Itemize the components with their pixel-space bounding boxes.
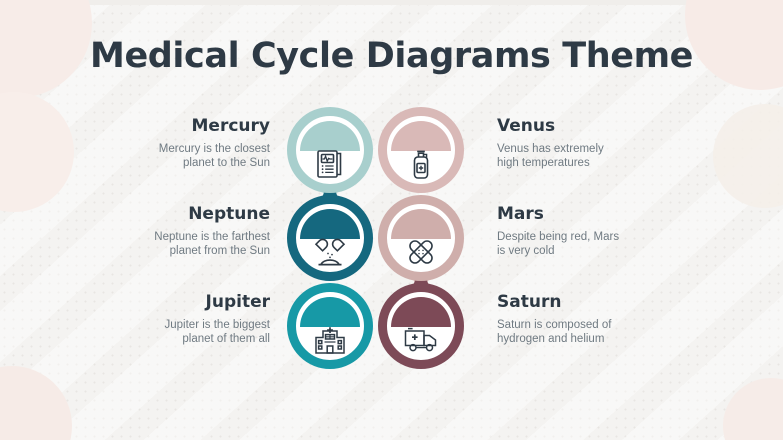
crossed-bandages-icon xyxy=(378,235,464,269)
item-desc-venus-line2: high temperatures xyxy=(497,157,590,170)
item-text-mars: Mars Despite being red, Mars is very col… xyxy=(497,204,702,259)
diagram-row: Neptune Neptune is the farthest planet f… xyxy=(0,181,783,295)
item-title-saturn: Saturn xyxy=(497,292,562,312)
item-marker-neptune[interactable] xyxy=(287,181,373,281)
item-text-venus: Venus Venus has extremely high temperatu… xyxy=(497,116,702,171)
item-title-venus: Venus xyxy=(497,116,556,136)
item-desc-saturn-line2: hydrogen and helium xyxy=(497,333,605,346)
item-text-neptune: Neptune Neptune is the farthest planet f… xyxy=(65,204,270,259)
item-desc-neptune-line1: Neptune is the farthest xyxy=(154,230,270,243)
hospital-building-icon xyxy=(287,323,373,357)
item-desc-neptune-line2: planet from the Sun xyxy=(169,245,270,258)
page-title: Medical Cycle Diagrams Theme xyxy=(90,36,693,76)
item-desc-mars-line2: is very cold xyxy=(497,245,555,258)
item-title-jupiter: Jupiter xyxy=(205,292,270,312)
item-desc-mercury-line1: Mercury is the closest xyxy=(158,142,270,155)
item-desc-jupiter-line2: planet of them all xyxy=(182,333,270,346)
item-marker-saturn[interactable] xyxy=(378,269,464,369)
item-text-mercury: Mercury Mercury is the closest planet to… xyxy=(65,116,270,171)
item-title-mars: Mars xyxy=(497,204,544,224)
top-edge-band xyxy=(0,0,783,5)
item-marker-jupiter[interactable] xyxy=(287,283,373,369)
diagram-row: Mercury Mercury is the closest planet to… xyxy=(0,104,783,207)
item-title-neptune: Neptune xyxy=(188,204,270,224)
item-desc-venus-line1: Venus has extremely xyxy=(497,142,604,155)
capsules-powder-icon xyxy=(287,235,373,269)
medical-report-icon xyxy=(287,147,373,181)
item-marker-mercury[interactable] xyxy=(287,107,373,207)
item-marker-venus[interactable] xyxy=(378,107,464,193)
cycle-diagram: Mercury Mercury is the closest planet to… xyxy=(0,104,783,404)
item-title-mercury: Mercury xyxy=(191,116,270,136)
item-text-jupiter: Jupiter Jupiter is the biggest planet of… xyxy=(65,292,270,347)
oxygen-tank-icon xyxy=(378,147,464,181)
item-marker-mars[interactable] xyxy=(378,195,464,295)
ambulance-icon xyxy=(378,323,464,357)
item-desc-jupiter-line1: Jupiter is the biggest xyxy=(164,318,270,331)
item-text-saturn: Saturn Saturn is composed of hydrogen an… xyxy=(497,292,702,347)
item-desc-mars-line1: Despite being red, Mars xyxy=(497,230,620,243)
item-desc-saturn-line1: Saturn is composed of xyxy=(497,318,612,331)
item-desc-mercury-line2: planet to the Sun xyxy=(183,157,270,170)
